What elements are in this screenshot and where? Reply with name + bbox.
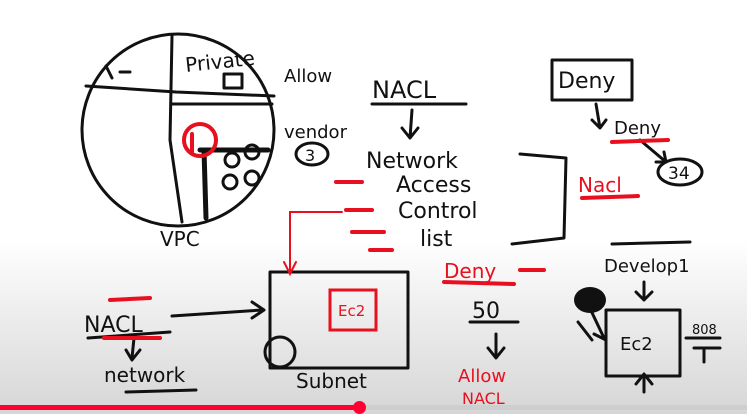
list-label: list (420, 227, 453, 252)
port-label: 808 (692, 323, 717, 338)
arrow-left (576, 320, 594, 342)
highlight-circle (182, 122, 218, 158)
ec2-box-label: Ec2 (338, 302, 365, 320)
vendor-count-label: 3 (305, 146, 315, 165)
ec2-box (328, 288, 378, 332)
arrow-down (634, 280, 654, 302)
arrow-down (590, 102, 608, 130)
vpc-circle (80, 32, 276, 228)
arrow-down (124, 336, 142, 362)
arrow-down (400, 108, 420, 140)
video-progress-fill (0, 405, 359, 410)
developer-avatar (574, 287, 606, 313)
port-lines (684, 336, 722, 364)
vpc-divider-horizontal (84, 84, 276, 98)
red-overline (108, 296, 152, 302)
network-label: Network (366, 149, 458, 174)
instance-circle (221, 173, 239, 191)
private-label: Private (184, 46, 256, 77)
control-label: Control (398, 199, 478, 224)
vpc-divider-left (168, 34, 184, 224)
subnet-box (268, 270, 410, 370)
deny-box (550, 58, 634, 102)
red-underline (580, 194, 640, 200)
scribble (104, 64, 132, 80)
deny-under-label: Deny (614, 118, 661, 139)
vendor-label: vendor (284, 122, 348, 143)
access-label: Access (396, 173, 471, 198)
allow-label: Allow (284, 66, 332, 87)
nacl-top-label: NACL (372, 76, 437, 104)
deny-red-label: Deny (444, 259, 496, 283)
vpc-label: VPC (160, 227, 200, 251)
developer-label: Develop1 (604, 256, 690, 277)
red-underline (610, 138, 670, 144)
arrow-down (486, 332, 506, 360)
instance-circle (223, 151, 241, 169)
nacl-bottom-underline (86, 330, 172, 340)
vendor-count-circle (294, 141, 330, 167)
instance-circle (243, 169, 261, 187)
network-underline (124, 388, 198, 394)
instance-circle (243, 143, 261, 161)
arrow-down-right (638, 138, 668, 164)
fifty-label: 50 (472, 299, 500, 324)
allow-red-label: Allow (458, 366, 506, 387)
ec2-right-label: Ec2 (620, 334, 653, 355)
subnet-circle (263, 335, 297, 369)
nacl-bottom-label: NACL (84, 313, 143, 338)
red-underline (442, 280, 516, 286)
value-circle (656, 157, 704, 187)
brace (510, 152, 568, 246)
nacl-red-bottom-label: NACL (462, 389, 505, 408)
deny-box-label: Deny (558, 69, 615, 94)
developer-overline (610, 240, 692, 246)
value-34-label: 34 (668, 164, 690, 184)
nacl-red-label: Nacl (578, 173, 622, 197)
video-progress-bar[interactable] (0, 401, 747, 414)
private-box (222, 72, 244, 90)
subnet-label: Subnet (296, 369, 367, 393)
connector-line (283, 211, 343, 277)
arrow-up (634, 372, 654, 394)
arrow-right (170, 300, 266, 320)
network-bottom-label: network (104, 363, 186, 387)
video-scrubber-handle[interactable] (353, 401, 366, 414)
